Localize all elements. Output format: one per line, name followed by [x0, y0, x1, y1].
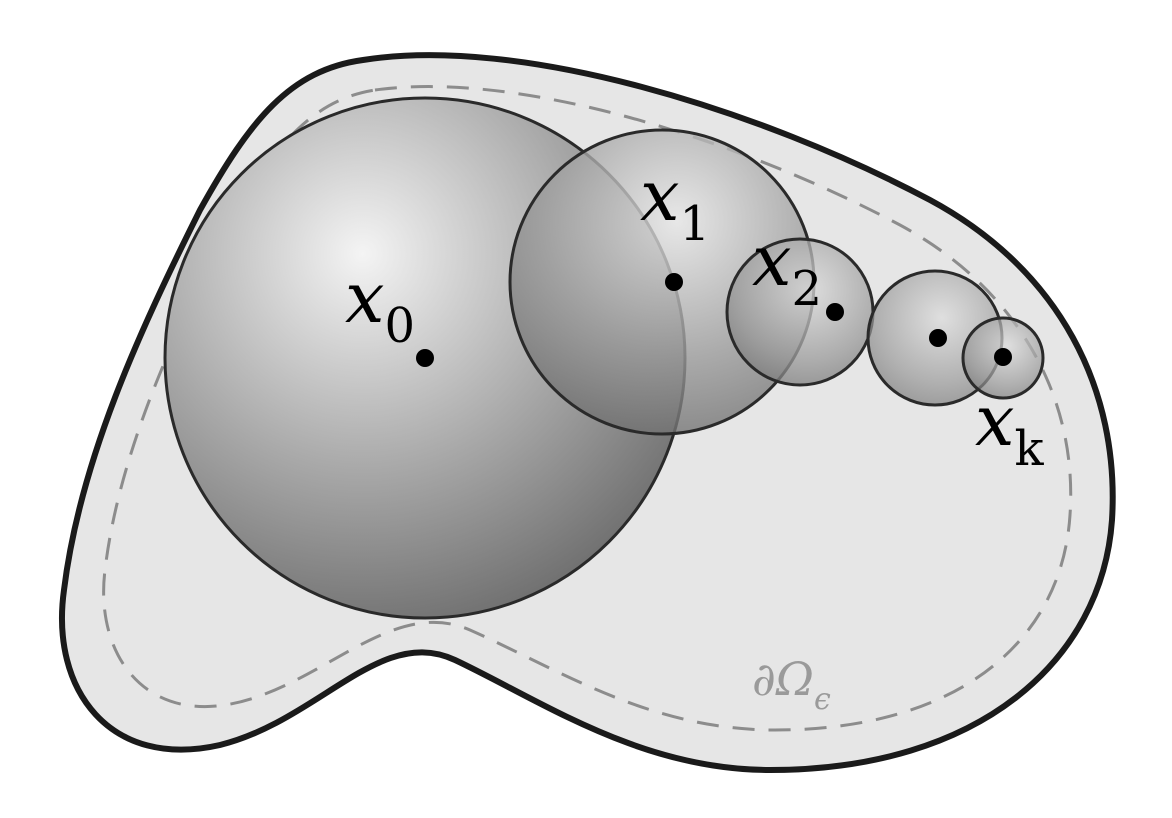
point-x2 [826, 303, 844, 321]
label-x2: x2 [752, 220, 822, 317]
point-xk [994, 348, 1012, 366]
label-xk: xk [975, 380, 1044, 477]
inner-boundary-dashed [102, 85, 1073, 732]
point-x1 [665, 273, 683, 291]
ball-chain [163, 96, 1045, 620]
label-x1: x1 [640, 155, 710, 252]
label-x0: x0 [345, 257, 415, 354]
label-boundary-epsilon: ∂Ωϵ [752, 652, 831, 717]
point-x3 [929, 329, 947, 347]
point-x0 [416, 349, 434, 367]
